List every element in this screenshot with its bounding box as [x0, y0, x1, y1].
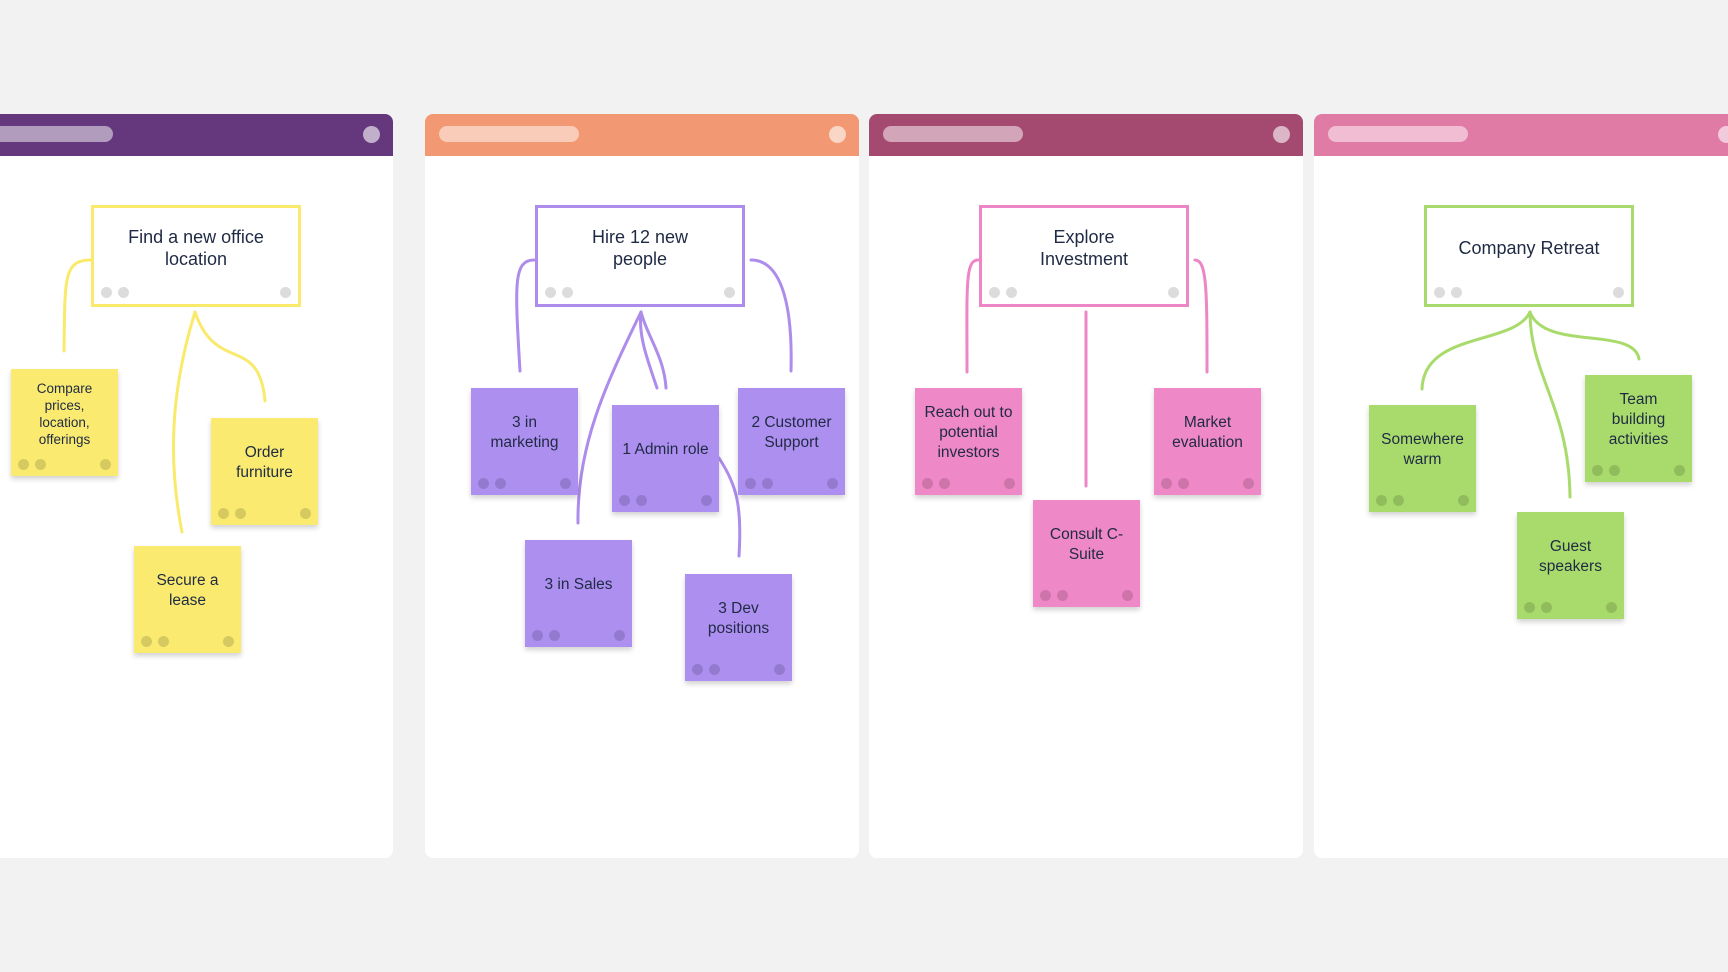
column-title-placeholder	[1328, 126, 1468, 142]
sticky-note-label: 3 Dev positions	[707, 599, 770, 637]
goal-card[interactable]: Company Retreat	[1424, 205, 1634, 307]
sticky-note[interactable]: Compare prices, location, offerings	[11, 369, 118, 476]
column-title-placeholder	[0, 126, 113, 142]
column-header[interactable]	[425, 114, 859, 156]
connector-arrow	[62, 258, 92, 353]
column-investment: Explore Investment Reach out to potentia…	[869, 114, 1303, 858]
sticky-note-label: 1 Admin role	[622, 440, 709, 458]
column-menu-dot[interactable]	[1718, 126, 1728, 143]
column-hiring: Hire 12 new people 3 in marketing 1 Admi…	[425, 114, 859, 858]
column-title-placeholder	[439, 126, 579, 142]
sticky-note[interactable]: Somewhere warm	[1369, 405, 1476, 512]
connector-lines	[1420, 310, 1641, 499]
column-title-placeholder	[883, 126, 1023, 142]
connector-arrow	[1420, 310, 1532, 391]
connector-arrow	[965, 258, 980, 374]
card-dots	[1040, 590, 1133, 601]
column-office: Find a new office location Compare price…	[0, 114, 393, 858]
sticky-note[interactable]: Guest speakers	[1517, 512, 1624, 619]
goal-label: Company Retreat	[1458, 238, 1600, 258]
card-dots	[745, 478, 838, 489]
connector-arrow	[1193, 258, 1209, 374]
sticky-note[interactable]: 3 Dev positions	[685, 574, 792, 681]
column-canvas: Company Retreat Somewhere warm Team buil…	[1314, 156, 1728, 858]
goal-card[interactable]: Explore Investment	[979, 205, 1189, 307]
sticky-note-label: Guest speakers	[1539, 537, 1602, 575]
card-dots	[922, 478, 1015, 489]
sticky-note[interactable]: 1 Admin role	[612, 405, 719, 512]
sticky-note[interactable]: Consult C-Suite	[1033, 500, 1140, 607]
sticky-note[interactable]: Team building activities	[1585, 375, 1692, 482]
goal-label: Explore Investment	[1039, 227, 1129, 269]
sticky-note[interactable]: Secure a lease	[134, 546, 241, 653]
connector-arrow	[515, 258, 536, 373]
sticky-note-label: Order furniture	[236, 443, 293, 481]
goal-card[interactable]: Find a new office location	[91, 205, 301, 307]
card-dots	[545, 287, 735, 298]
column-menu-dot[interactable]	[829, 126, 846, 143]
connector-arrow	[576, 310, 643, 525]
card-dots	[532, 630, 625, 641]
card-dots	[1434, 287, 1624, 298]
sticky-note-label: Market evaluation	[1172, 413, 1243, 451]
column-canvas: Explore Investment Reach out to potentia…	[869, 156, 1303, 858]
goal-label: Find a new office location	[128, 227, 264, 269]
goal-card[interactable]: Hire 12 new people	[535, 205, 745, 307]
card-dots	[478, 478, 571, 489]
card-dots	[989, 287, 1179, 298]
connector-arrow	[171, 310, 197, 534]
goal-label: Hire 12 new people	[591, 227, 689, 269]
card-dots	[141, 636, 234, 647]
sticky-note[interactable]: Market evaluation	[1154, 388, 1261, 495]
sticky-note[interactable]: Order furniture	[211, 418, 318, 525]
connector-arrow	[638, 310, 659, 390]
connector-arrow	[1528, 310, 1572, 499]
sticky-note-label: Somewhere warm	[1381, 430, 1464, 468]
connector-arrow	[639, 310, 668, 390]
column-header[interactable]	[0, 114, 393, 156]
connector-lines	[62, 258, 267, 534]
card-dots	[1592, 465, 1685, 476]
column-menu-dot[interactable]	[1273, 126, 1290, 143]
connector-lines	[515, 258, 793, 558]
sticky-note-label: Compare prices, location, offerings	[36, 380, 93, 447]
connector-arrow	[717, 456, 742, 558]
column-retreat: Company Retreat Somewhere warm Team buil…	[1314, 114, 1728, 858]
sticky-note-label: 2 Customer Support	[751, 413, 832, 451]
card-dots	[619, 495, 712, 506]
sticky-note[interactable]: 3 in Sales	[525, 540, 632, 647]
card-dots	[692, 664, 785, 675]
column-header[interactable]	[869, 114, 1303, 156]
column-canvas: Find a new office location Compare price…	[0, 156, 393, 858]
sticky-note[interactable]: 3 in marketing	[471, 388, 578, 495]
sticky-note-label: Consult C-Suite	[1049, 525, 1124, 563]
card-dots	[1524, 602, 1617, 613]
sticky-note-label: 3 in Sales	[544, 575, 613, 593]
connector-arrow	[749, 258, 793, 373]
sticky-note-label: Team building activities	[1608, 390, 1669, 448]
column-header[interactable]	[1314, 114, 1728, 156]
sticky-note[interactable]: Reach out to potential investors	[915, 388, 1022, 495]
card-dots	[18, 459, 111, 470]
sticky-note[interactable]: 2 Customer Support	[738, 388, 845, 495]
sticky-note-label: 3 in marketing	[490, 413, 559, 451]
sticky-note-label: Reach out to potential investors	[924, 403, 1013, 461]
card-dots	[1161, 478, 1254, 489]
card-dots	[218, 508, 311, 519]
sticky-note-label: Secure a lease	[156, 571, 219, 609]
connector-lines	[965, 258, 1209, 488]
connector-arrow	[1528, 310, 1641, 361]
connector-arrow	[193, 310, 267, 403]
card-dots	[101, 287, 291, 298]
column-menu-dot[interactable]	[363, 126, 380, 143]
column-canvas: Hire 12 new people 3 in marketing 1 Admi…	[425, 156, 859, 858]
card-dots	[1376, 495, 1469, 506]
